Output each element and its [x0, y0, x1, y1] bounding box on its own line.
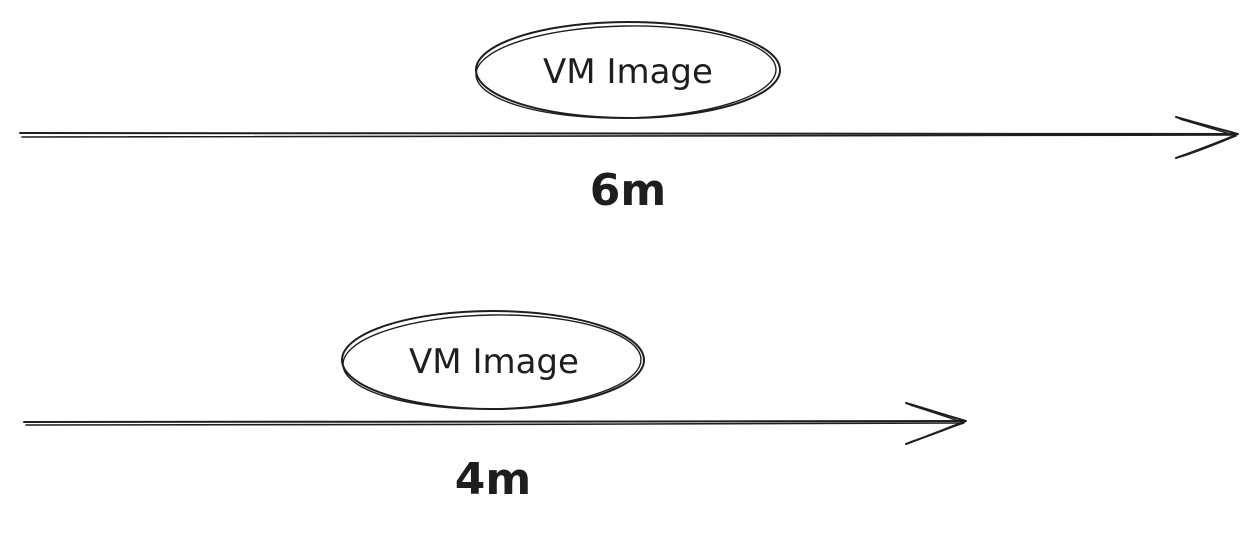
timeline-bottom-shaft-sketch	[25, 422, 961, 426]
timeline-top-arrowhead	[1175, 116, 1239, 159]
timeline-top: VM Image 6m	[19, 21, 1239, 216]
vm-image-node-bottom-label: VM Image	[409, 342, 579, 382]
timeline-bottom-shaft	[23, 420, 965, 423]
timeline-bottom-arrowhead-sketch	[909, 404, 965, 443]
vm-image-node-top-outline-sketch	[475, 25, 777, 119]
timeline-top-arrowhead-sketch	[1179, 118, 1237, 158]
timeline-bottom: VM Image 4m	[23, 310, 967, 505]
duration-label-bottom: 4m	[455, 454, 531, 505]
vm-image-node-bottom-outline-sketch	[342, 314, 642, 410]
timeline-top-shaft	[19, 131, 1237, 135]
vm-image-node-top[interactable]: VM Image	[475, 21, 781, 121]
timeline-top-shaft-sketch	[21, 134, 1233, 138]
vm-image-node-bottom[interactable]: VM Image	[341, 310, 645, 412]
duration-label-top: 6m	[590, 165, 666, 216]
vm-image-node-top-label: VM Image	[543, 52, 713, 92]
